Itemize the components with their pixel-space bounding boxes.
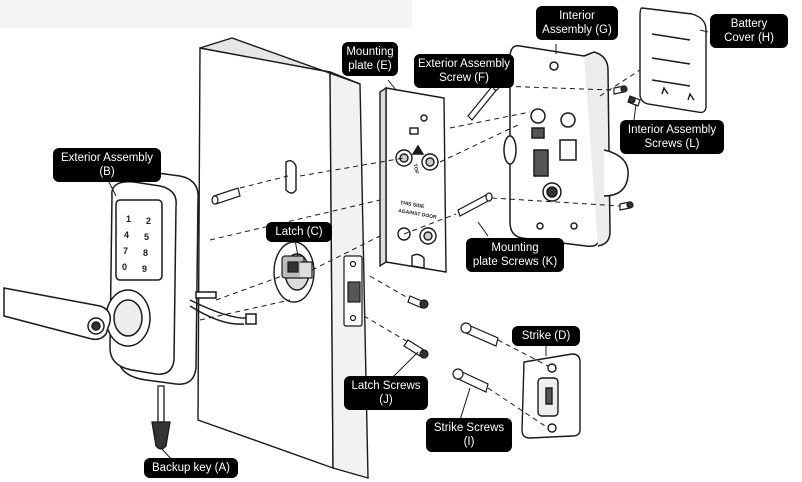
mounting-plate [379,86,447,273]
keypad-key-9: 9 [142,264,147,274]
label-battery-cover-line1: Battery [730,18,768,30]
label-strike-line1: Strike (D) [521,330,571,342]
label-mounting-plate-line1: Mounting [346,46,394,58]
exterior-assembly [105,171,257,385]
keypad-key-4: 4 [124,230,129,240]
label-exterior-assembly-screw: Exterior Assembly Screw (F) [414,54,514,88]
latch-screw [403,339,429,359]
label-exterior-assembly-screw-line1: Exterior Assembly [418,58,511,70]
keypad-key-1: 1 [126,214,131,224]
label-strike-screws-line2: (I) [463,436,475,448]
label-interior-assembly-screws-line1: Interior Assembly [627,124,717,136]
label-interior-assembly-screws-line2: Screws (L) [644,138,700,150]
label-exterior-assembly-screw-line2: Screw (F) [439,72,489,84]
keypad: 1 2 4 5 7 8 0 9 [122,214,151,274]
label-strike-screws: Strike Screws (I) [426,418,512,452]
mounting-plate-screw [407,295,429,309]
label-latch: Latch (C) [266,222,332,242]
plate-top-text: TOP [412,163,420,175]
label-interior-assembly: Interior Assembly (G) [536,6,618,40]
keypad-key-5: 5 [144,232,149,242]
label-strike-screws-line1: Strike Screws [433,422,505,434]
strike-screws [452,322,499,393]
backup-key [151,385,171,450]
label-latch-screws: Latch Screws (J) [344,376,428,410]
label-mounting-plate-screws-line1: Mounting [491,242,539,254]
interior-assembly-screws [613,85,641,211]
label-interior-assembly-screws: Interior Assembly Screws (L) [620,120,724,154]
keypad-key-2: 2 [146,216,151,226]
label-latch-screws-line1: Latch Screws [351,380,421,392]
leader-lines [107,29,709,421]
exterior-stud [211,187,241,205]
label-mounting-plate-line2: plate (E) [348,60,392,72]
interior-assembly [503,45,629,248]
label-exterior-assembly-line1: Exterior Assembly [60,152,154,164]
exterior-assembly-screw [457,81,500,217]
label-mounting-plate: Mounting plate (E) [342,42,398,76]
background-shading [0,0,412,28]
battery-cover [639,7,707,114]
label-strike: Strike (D) [512,326,580,346]
keypad-key-0: 0 [122,262,127,272]
strike-plate [521,353,581,439]
latch-part [281,255,313,279]
keypad-key-7: 7 [123,246,128,256]
label-interior-assembly-line2: Assembly (G) [542,24,612,36]
label-latch-screws-line2: (J) [379,394,393,406]
label-latch-line1: Latch (C) [275,226,323,238]
label-exterior-assembly: Exterior Assembly (B) [53,148,161,182]
label-battery-cover-line2: Cover (H) [724,32,774,44]
alignment-lines [199,69,641,429]
lever-handle [3,287,112,341]
label-interior-assembly-line1: Interior [559,10,595,22]
keypad-key-8: 8 [143,248,148,258]
label-exterior-assembly-line2: (B) [99,166,115,178]
label-backup-key-line1: Backup key (A) [152,462,230,474]
plate-side-text: THIS SIDE [400,200,426,210]
label-mounting-plate-screws: Mounting plate Screws (K) [466,238,564,272]
label-mounting-plate-screws-line2: plate Screws (K) [472,256,558,268]
latch-faceplate [343,255,363,327]
label-battery-cover: Battery Cover (H) [710,14,788,48]
label-backup-key: Backup key (A) [144,458,238,478]
